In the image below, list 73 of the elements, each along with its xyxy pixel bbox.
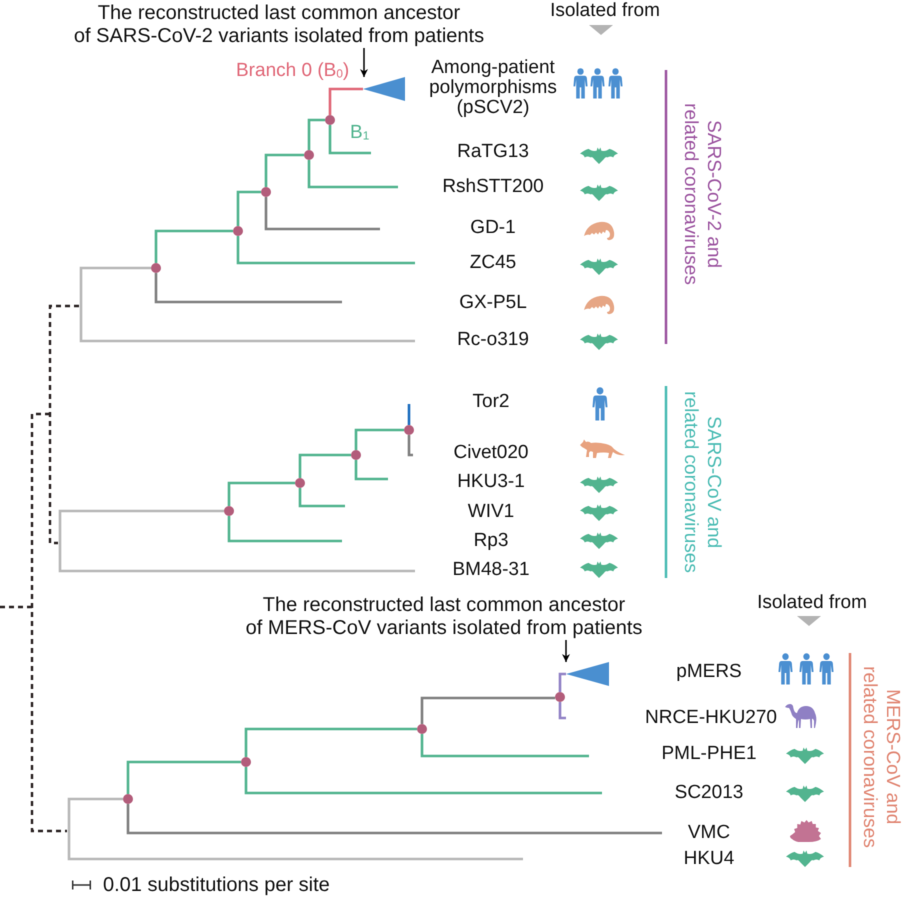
tree-branch: [558, 702, 566, 720]
node-dot: [295, 478, 305, 488]
collapsed-clade-triangle: [566, 662, 609, 686]
taxon-label: SC2013: [674, 782, 744, 804]
tree-branch: [308, 118, 325, 150]
node-dot: [261, 187, 271, 197]
taxon-label: ZC45: [470, 252, 516, 274]
tree-branch: [328, 88, 363, 115]
taxon-label: HKU3-1: [457, 471, 525, 493]
tree-branch: [80, 266, 151, 306]
node-dot: [351, 450, 361, 460]
tree-branch: [298, 454, 351, 478]
tree-branch: [408, 404, 410, 425]
annotation-arrow: [360, 48, 368, 77]
taxon-label: Among-patient polymorphisms (pSCV2): [429, 58, 557, 118]
tree-branch: [126, 760, 241, 794]
annotation-arrow: [562, 640, 570, 662]
collapsed-clade-triangle: [363, 77, 405, 101]
tree-branch: [58, 510, 224, 543]
tree-branch: [244, 767, 602, 794]
node-dot: [151, 263, 161, 273]
taxon-label: Rp3: [474, 530, 508, 552]
tree-branch: [354, 428, 404, 450]
group-label: SARS-CoV-2 and related coronaviruses: [679, 103, 725, 285]
node-dot: [325, 115, 335, 125]
tree-branch: [154, 273, 342, 304]
tree-branch: [558, 672, 566, 692]
taxon-label: RaTG13: [457, 141, 529, 163]
tree-branch: [244, 728, 417, 757]
tree-branch: [420, 696, 555, 724]
tree-branch: [236, 236, 415, 264]
taxon-label: HKU4: [684, 848, 734, 870]
tree-branch: [264, 154, 304, 187]
taxon-label: VMC: [688, 822, 730, 844]
node-dot: [123, 794, 133, 804]
taxon-label: Rc-o319: [457, 329, 529, 351]
annotation-text: The reconstructed last common ancestor of SARS-CoV-2 variants isolated from patients: [69, 2, 489, 48]
node-dot: [404, 425, 414, 435]
taxon-label: GX-P5L: [459, 292, 527, 314]
node-dot: [241, 757, 251, 767]
tree-branch: [228, 482, 295, 506]
node-dot: [417, 724, 427, 734]
taxon-label: GD-1: [470, 217, 516, 239]
tree-branch: [420, 734, 589, 758]
taxon-label: Civet020: [454, 442, 528, 464]
tree-branch: [354, 460, 388, 480]
taxon-label: RshSTT200: [442, 176, 544, 198]
tree-branch: [308, 160, 398, 188]
tree-branch: [236, 190, 261, 226]
column-header: Isolated from: [550, 0, 660, 22]
node-dot: [304, 150, 314, 160]
tree-branch: [298, 488, 345, 508]
node-dot: [233, 226, 243, 236]
tree-branch: [126, 804, 662, 834]
group-label: SARS-CoV and related coronaviruses: [679, 391, 725, 573]
tree-branch: [408, 435, 413, 456]
tree-branch: [68, 798, 123, 831]
taxon-label: Tor2: [472, 391, 510, 413]
tree-branch: [228, 516, 342, 542]
taxon-label: BM48-31: [452, 559, 530, 581]
tree-branch: [328, 125, 371, 154]
tree-branch: [264, 197, 380, 230]
tree-branch: [154, 230, 233, 263]
taxon-label: WIV1: [468, 501, 514, 523]
taxon-label: pMERS: [676, 661, 742, 683]
node-dot: [555, 692, 565, 702]
column-header: Isolated from: [757, 592, 867, 614]
taxon-label: PML-PHE1: [661, 743, 757, 765]
group-label: MERS-CoV and related coronaviruses: [858, 666, 904, 848]
taxon-label: NRCE-HKU270: [645, 707, 777, 729]
annotation-text: The reconstructed last common ancestor of MERS-CoV variants isolated from patients: [234, 594, 654, 640]
node-dot: [224, 506, 234, 516]
scale-label: 0.01 substitutions per site: [103, 874, 330, 896]
